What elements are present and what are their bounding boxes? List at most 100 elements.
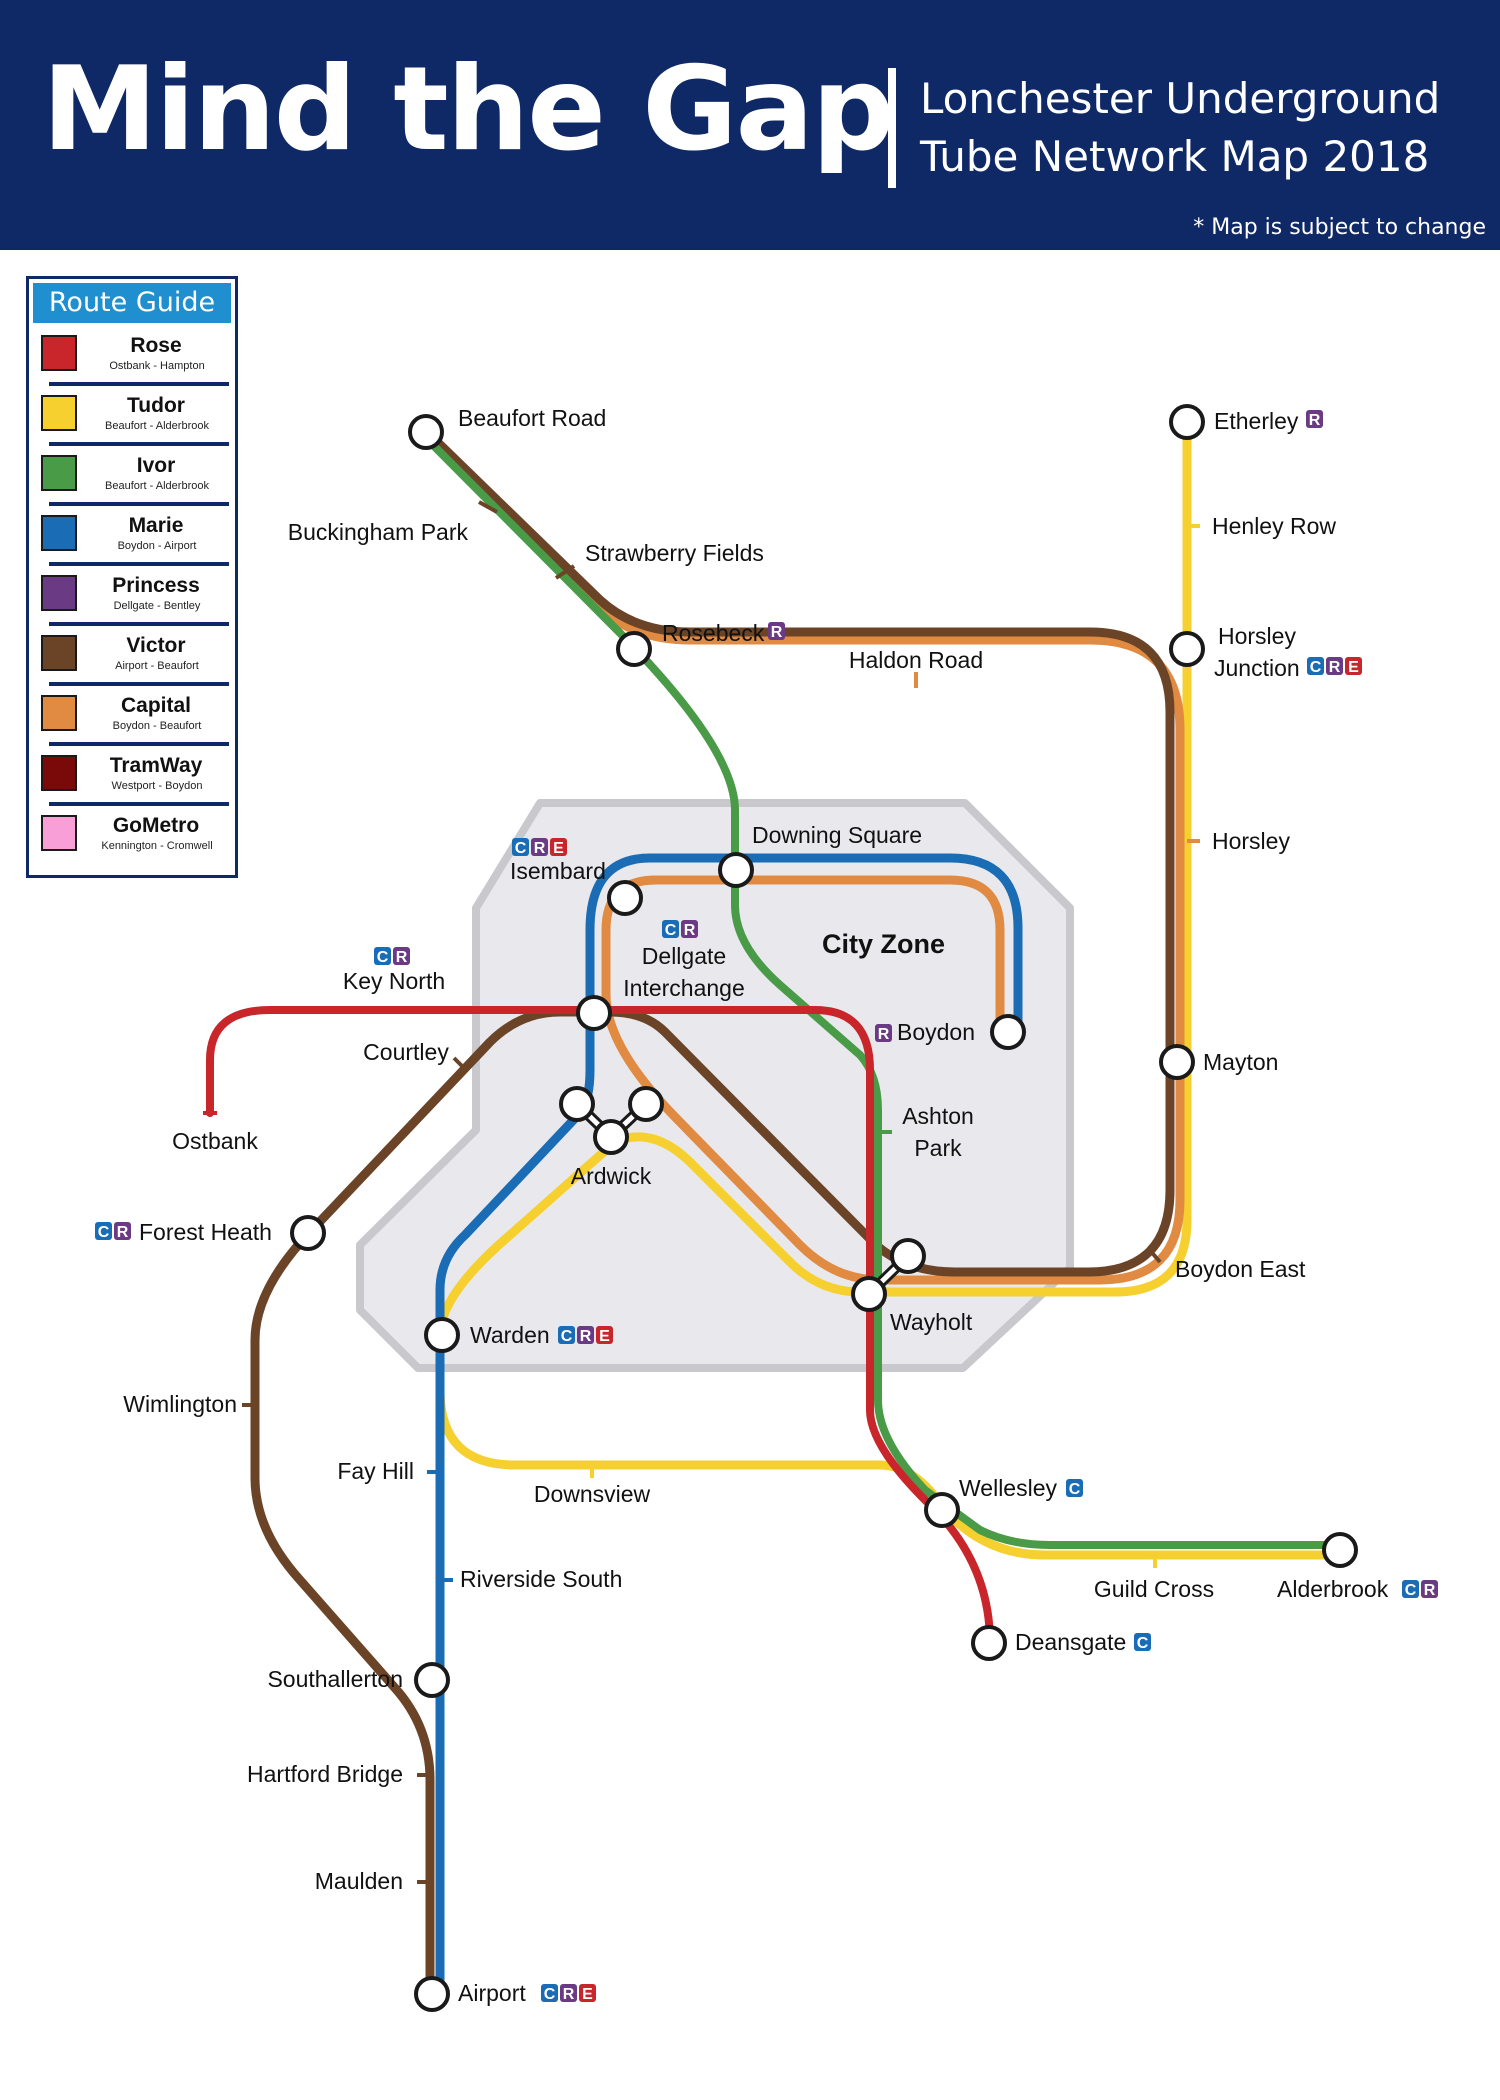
service-badge-letter: C [1310,659,1322,676]
station-circle-airport[interactable] [414,1976,450,2012]
station-tick [478,500,498,514]
route-span: Airport - Beaufort [115,660,199,672]
subtitle-line-1: Lonchester Underground [920,74,1441,123]
station-circle-rosebeck[interactable] [616,631,652,667]
station-tick [452,1056,468,1072]
route-name: Victor [126,634,186,657]
route-span: Ostbank - Hampton [109,360,205,372]
service-badge [1134,1633,1151,1651]
route-swatch [41,815,77,851]
service-badge [1307,657,1324,675]
station-label: Fay Hill [337,1458,414,1484]
station-circle-wayholt-a[interactable] [890,1238,926,1274]
service-badge-letter: C [544,1986,556,2003]
route-swatch [41,575,77,611]
service-badge [875,1024,892,1042]
station-circle-wayholt-b[interactable] [851,1276,887,1312]
route-span: Beaufort - Alderbrook [105,420,209,432]
ivor-line [416,428,1344,1549]
route-name: Rose [130,334,182,357]
service-badge-letter: R [878,1026,890,1043]
station-label: Etherley [1214,408,1299,434]
station-label: Park [914,1135,962,1161]
station-badge-group: R [875,1024,892,1043]
service-badge [1066,1479,1083,1497]
tube-network-map: City Zone [95,404,1438,2012]
route-span: Boydon - Beaufort [112,720,202,732]
station-circle-deansgate[interactable] [971,1625,1007,1661]
service-badge [374,947,391,965]
station-circle-downing-square[interactable] [718,852,754,888]
station-circle-wellesley[interactable] [924,1492,960,1528]
station-label: Ardwick [571,1163,652,1189]
service-badge [560,1984,577,2002]
service-badge [393,947,410,965]
service-badge-letter: C [665,922,677,939]
service-badge [558,1326,575,1344]
station-badge-group: C [1134,1633,1151,1652]
station-label: Horsley [1218,623,1296,649]
station-circle-warden[interactable] [424,1317,460,1353]
station-label: Downsview [534,1481,651,1507]
route-swatch [41,515,77,551]
route-swatch [41,395,77,431]
station-circle-etherley[interactable] [1169,404,1205,440]
station-circle-ardwick-a[interactable] [559,1086,595,1122]
station-circle-southallerton[interactable] [414,1662,450,1698]
station-label: Guild Cross [1094,1576,1214,1602]
station-circle-mayton[interactable] [1159,1044,1195,1080]
station-label: Maulden [315,1868,403,1894]
route-divider [49,502,229,506]
station-label: Warden [470,1322,550,1348]
station-label: Alderbrook [1277,1576,1389,1602]
service-badge-letter: C [98,1224,110,1241]
station-label: Wellesley [959,1475,1057,1501]
station-tick [1146,1246,1162,1264]
station-label: Henley Row [1212,513,1336,539]
subtitle-line-2: Tube Network Map 2018 [920,132,1430,181]
service-badge-letter: R [534,840,546,857]
victor-line [250,425,1175,2000]
service-badge [1345,657,1362,675]
service-badge-letter: E [553,840,564,857]
route-divider [49,682,229,686]
station-label: Rosebeck [662,620,765,646]
service-badge [1421,1580,1438,1598]
service-badge [577,1326,594,1344]
station-badge-group: C [1066,1479,1083,1498]
route-name: Ivor [136,454,176,477]
header-divider [888,68,896,188]
station-label: Boydon East [1175,1256,1306,1282]
station-circle-ardwick[interactable] [593,1119,629,1155]
rose-line [206,1006,994,1647]
station-label: Beaufort Road [458,405,606,431]
station-circle-forest-heath[interactable] [290,1215,326,1251]
station-circle-isembard[interactable] [607,880,643,916]
station-circle-ardwick-b[interactable] [628,1086,664,1122]
station-label: Strawberry Fields [585,540,764,566]
station-label: Ostbank [172,1128,258,1154]
station-circle-dellgate-interchange[interactable] [576,995,612,1031]
route-span: Dellgate - Bentley [113,600,201,612]
service-badge-letter: C [1069,1481,1081,1498]
station-tick [554,564,576,580]
station-label: Dellgate [642,943,726,969]
route-divider [49,622,229,626]
service-badge-letter: R [1424,1582,1436,1599]
service-badge-letter: R [580,1328,592,1345]
station-circle-horsley-junction[interactable] [1169,631,1205,667]
station-circle-alderbrook[interactable] [1322,1532,1358,1568]
station-label: Haldon Road [849,647,983,673]
service-badge-letter: R [563,1986,575,2003]
disclaimer-note: * Map is subject to change [1193,215,1486,240]
service-badge-letter: E [599,1328,610,1345]
route-divider [49,382,229,386]
station-circle-boydon[interactable] [990,1014,1026,1050]
station-circle-beaufort-road[interactable] [408,414,444,450]
